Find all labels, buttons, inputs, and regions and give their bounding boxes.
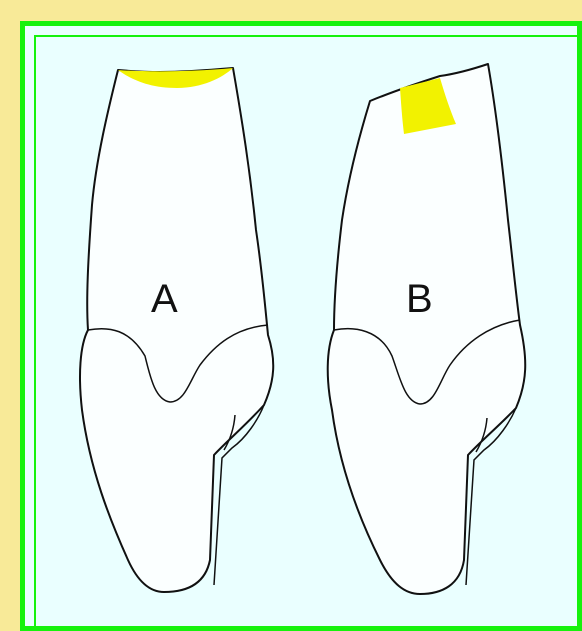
tooth-b: B	[328, 64, 526, 594]
label-b: B	[406, 277, 433, 321]
label-a: A	[151, 277, 178, 321]
tooth-a: A	[80, 68, 273, 592]
